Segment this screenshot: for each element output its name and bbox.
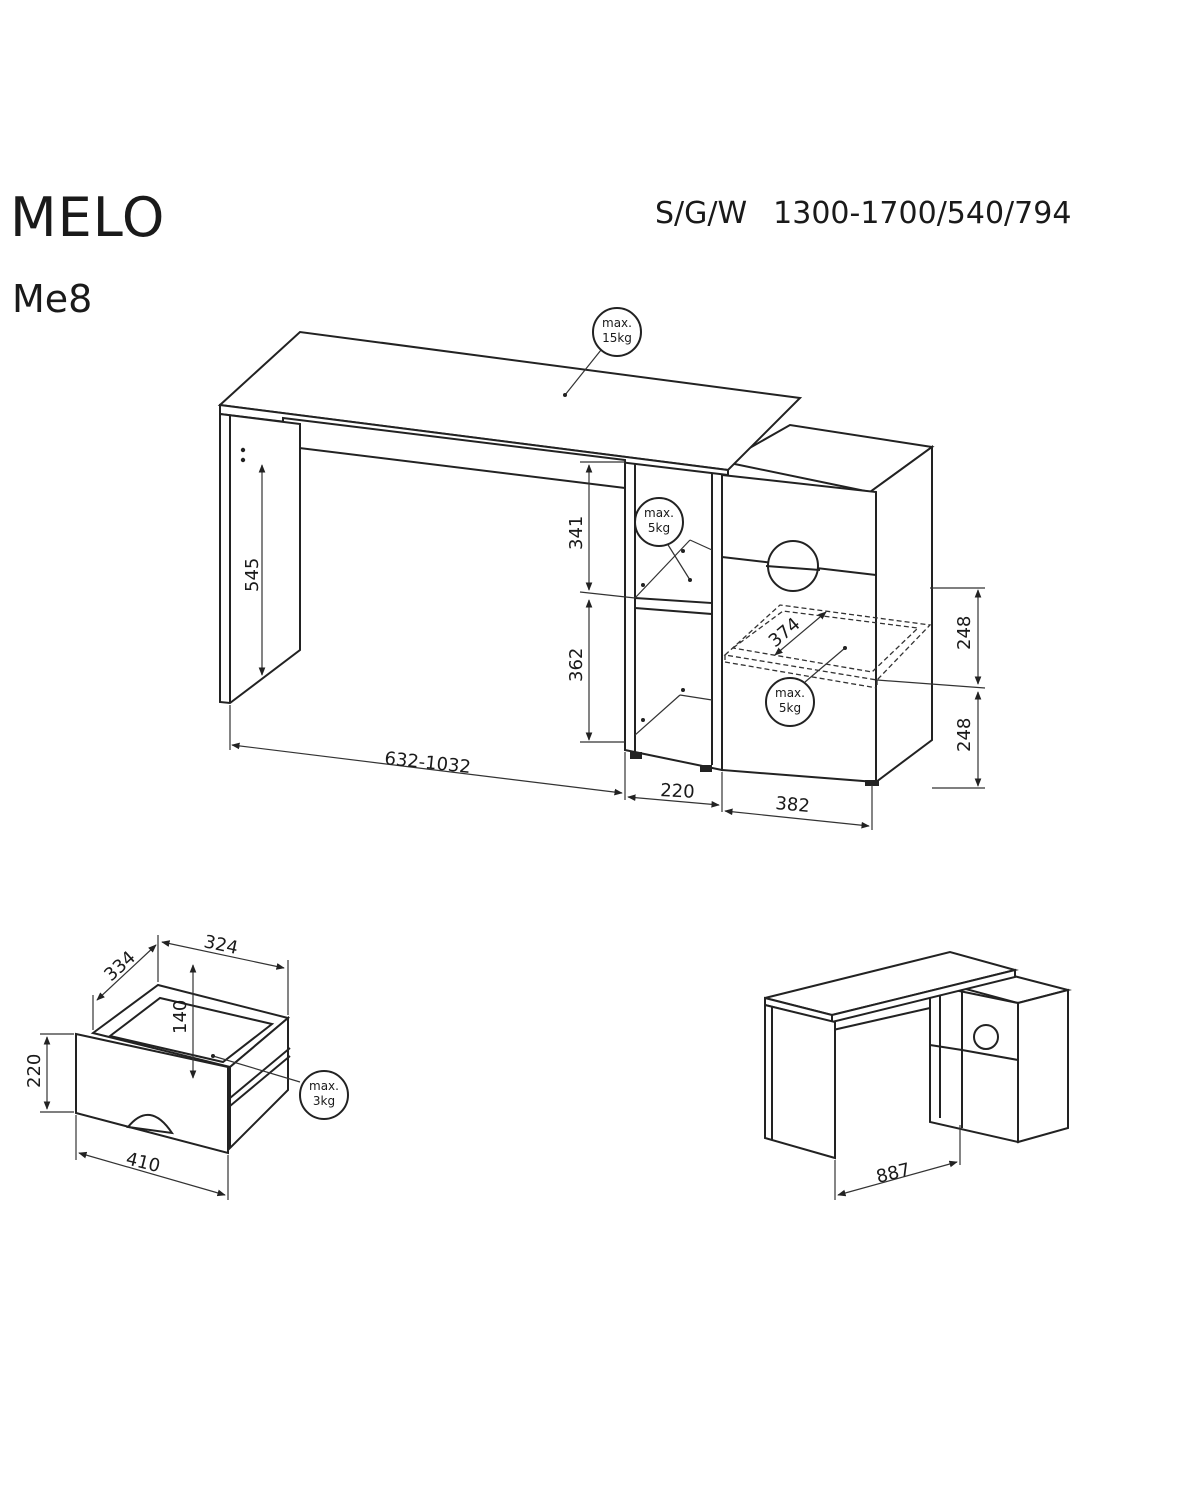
dim-cabinet-upper: 248: [954, 616, 975, 650]
load-top-label: max.: [602, 316, 632, 330]
load-badge-drawer: [299, 1070, 349, 1120]
load-cabinet-label: max.: [775, 686, 805, 700]
load-shelf-label: max.: [644, 506, 674, 520]
dim-leg-height: 545: [242, 558, 263, 592]
drawer-handle-icon: [126, 1113, 175, 1135]
corner-cabinet-front: [929, 983, 1019, 1144]
load-drawer-value: 3kg: [313, 1094, 335, 1108]
dim-drawer-front-width: 410: [124, 1148, 162, 1177]
load-top-value: 15kg: [602, 331, 632, 345]
load-shelf-value: 5kg: [648, 521, 670, 535]
product-title: MELO: [10, 186, 166, 249]
drawer-view: 334 324 140 220 410 max. 3kg: [24, 931, 349, 1200]
load-badge-shelf: [634, 497, 684, 547]
dim-cabinet-lower: 248: [954, 718, 975, 752]
load-badge-top: [592, 307, 642, 357]
dimensions-value: 1300-1700/540/794: [773, 196, 1072, 231]
overall-dimensions: S/G/W 1300-1700/540/794: [655, 196, 1071, 231]
model-code: Me8: [12, 277, 93, 321]
corner-cabinet-side: [1017, 988, 1069, 1144]
corner-handle: [973, 1024, 999, 1050]
dim-shelf-width: 220: [660, 780, 695, 803]
dimensions-label: S/G/W: [655, 196, 748, 231]
dim-drawer-depth: 334: [100, 947, 140, 986]
desk-main-view: 545 341 362 374 248 248 632-1032 220 382: [217, 307, 986, 830]
shelf-board: [634, 596, 713, 616]
dim-lower-shelf: 362: [566, 648, 587, 682]
cabinet-side: [868, 445, 933, 784]
pullout-shelf-outline: [723, 604, 932, 681]
load-badge-cabinet: [765, 677, 815, 727]
load-cabinet-value: 5kg: [779, 701, 801, 715]
dim-corner-width: 887: [874, 1159, 912, 1188]
dim-cabinet-width: 382: [775, 793, 811, 817]
dim-desk-width: 632-1032: [383, 748, 471, 778]
load-drawer-label: max.: [309, 1079, 339, 1093]
dim-drawer-inner-height: 140: [170, 1000, 191, 1034]
dim-upper-shelf: 341: [566, 516, 587, 550]
dim-drawer-front-height: 220: [24, 1054, 45, 1088]
corner-view: 887: [764, 950, 1072, 1200]
dim-drawer-inner-width: 324: [202, 931, 240, 959]
corner-desk-leg: [764, 1003, 836, 1160]
